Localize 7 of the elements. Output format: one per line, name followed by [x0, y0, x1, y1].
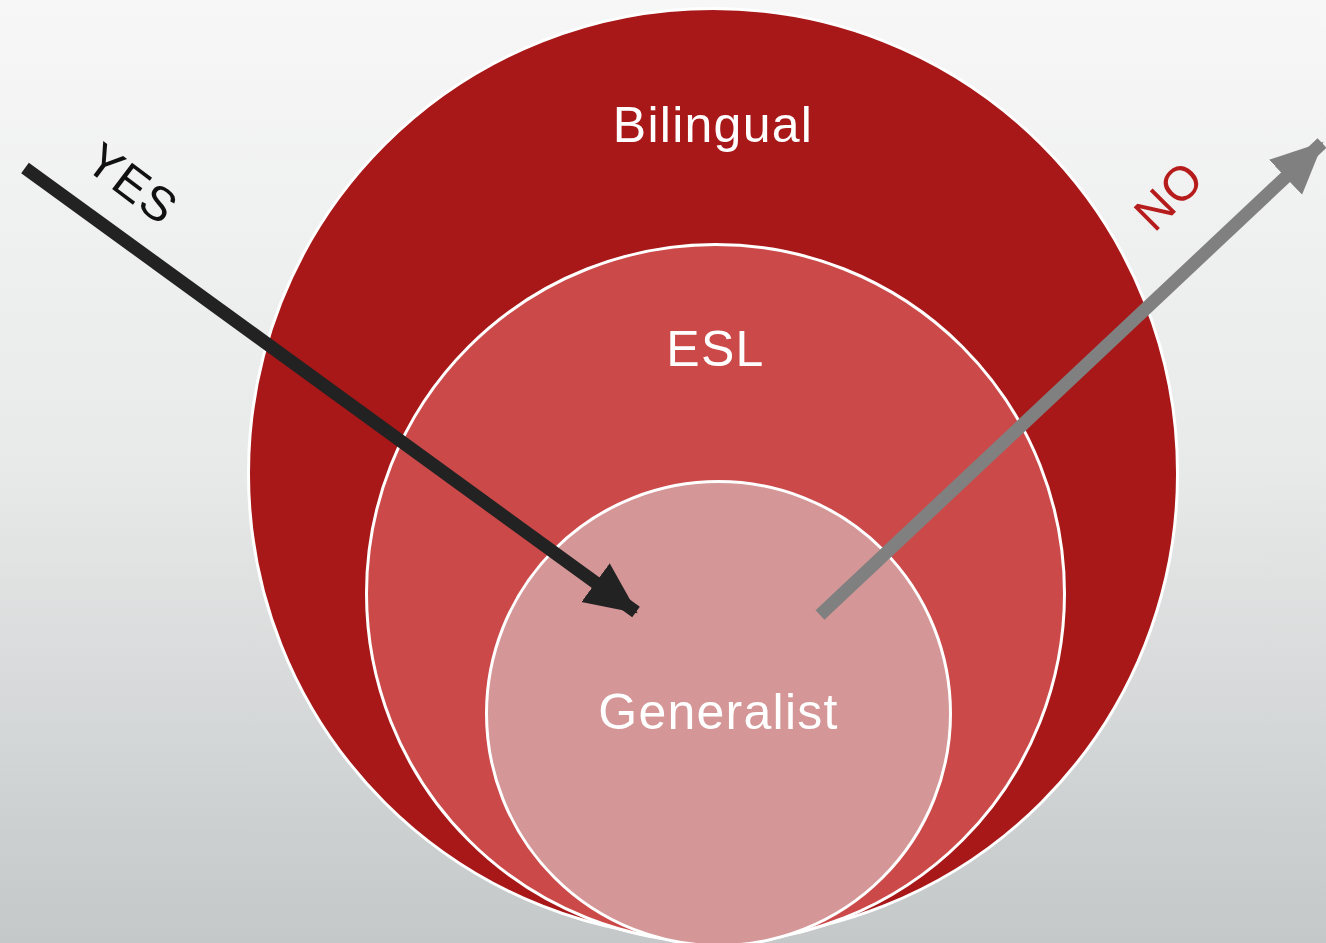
- arrow: [21, 162, 640, 618]
- edge-label: YES: [77, 134, 187, 234]
- region-label: Bilingual: [612, 100, 814, 150]
- edge-label: NO: [1125, 152, 1213, 240]
- region-label: ESL: [666, 324, 765, 374]
- region-label: Generalist: [598, 687, 839, 737]
- arrow: [815, 138, 1326, 620]
